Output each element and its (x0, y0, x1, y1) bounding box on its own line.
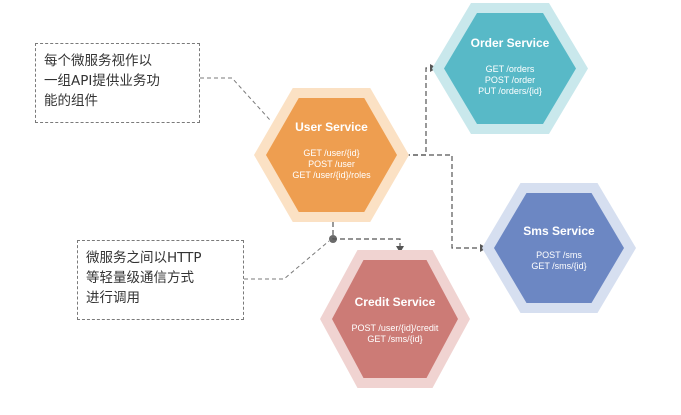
arrow-user-to-order (405, 64, 437, 156)
sms-service-endpoints: POST /sms GET /sms/{id} (531, 250, 586, 272)
user-service-node: User Service GET /user/{id} POST /user G… (266, 98, 397, 212)
sms-service-title: Sms Service (523, 224, 595, 238)
endpoint: POST /user (308, 159, 355, 169)
endpoint: GET /user/{id} (303, 148, 360, 158)
endpoint: GET /sms/{id} (531, 261, 587, 271)
note-line: 每个微服务视作以 (44, 53, 152, 69)
sms-service-node: Sms Service POST /sms GET /sms/{id} (494, 193, 624, 303)
note-line: 微服务之间以HTTP (86, 250, 202, 266)
endpoint: POST /sms (536, 250, 582, 260)
arrow-user-to-credit (332, 222, 404, 253)
order-service-title: Order Service (470, 36, 550, 50)
endpoint: GET /sms/{id} (367, 334, 423, 344)
endpoint: POST /order (484, 75, 536, 85)
callout-leader-note-1 (200, 77, 271, 121)
endpoint: PUT /orders/{id} (478, 86, 542, 96)
arrow-user-to-sms (405, 154, 487, 252)
note-line: 等轻量级通信方式 (86, 270, 194, 286)
credit-service-title: Credit Service (354, 295, 436, 309)
annotation-note-http: 微服务之间以HTTP 等轻量级通信方式 进行调用 (77, 240, 244, 320)
note-line: 进行调用 (86, 290, 140, 306)
credit-service-endpoints: POST /user/{id}/credit GET /sms/{id} (352, 323, 439, 345)
callout-leader-note-2 (244, 240, 330, 280)
note-line: 一组API提供业务功 (44, 73, 160, 89)
note-line: 能的组件 (44, 93, 98, 109)
order-service-node: Order Service GET /orders POST /order PU… (444, 13, 576, 124)
user-service-title: User Service (295, 120, 368, 134)
endpoint: POST /user/{id}/credit (351, 323, 439, 333)
order-service-endpoints: GET /orders POST /order PUT /orders/{id} (478, 64, 542, 97)
endpoint: GET /user/{id}/roles (292, 170, 371, 180)
user-service-endpoints: GET /user/{id} POST /user GET /user/{id}… (292, 148, 370, 181)
annotation-note-components: 每个微服务视作以 一组API提供业务功 能的组件 (35, 43, 200, 123)
endpoint: GET /orders (485, 64, 535, 74)
